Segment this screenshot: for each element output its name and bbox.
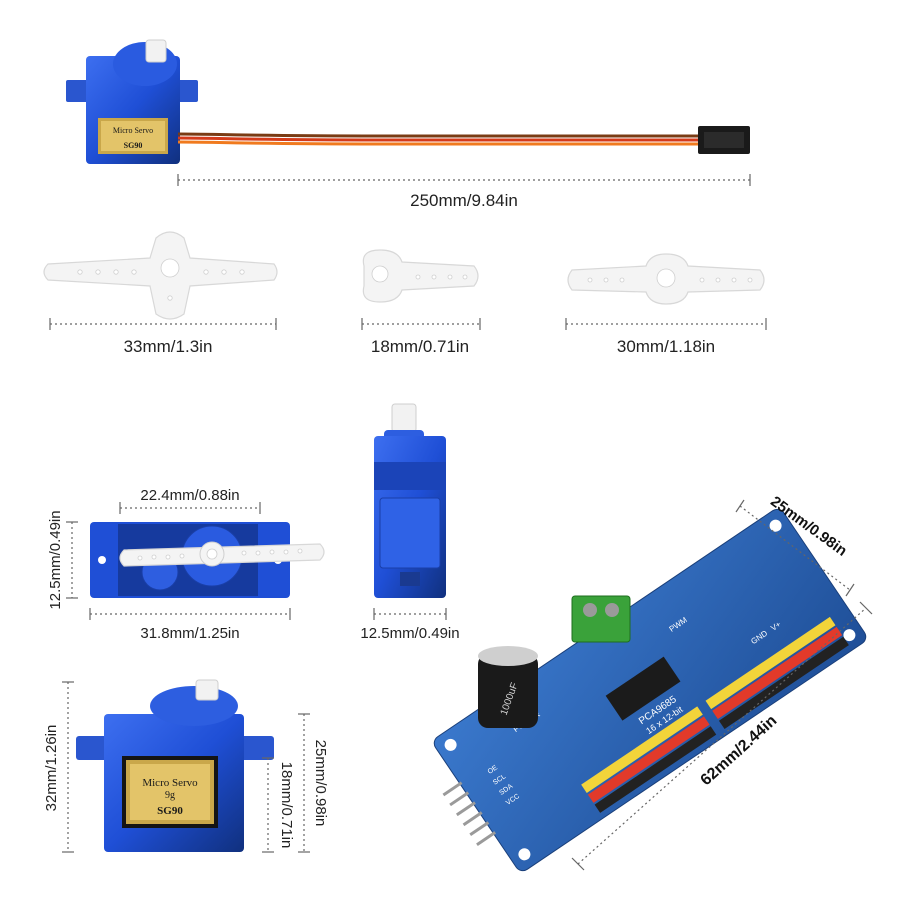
front-label-line2: 9g (165, 790, 175, 801)
servo-front-view: Micro Servo 9g SG90 (76, 679, 274, 852)
top-inner-width-label: 22.4mm/0.88in (140, 487, 239, 504)
front-inner-height-label: 18mm/0.71in (278, 762, 295, 849)
front-body-height-label: 25mm/0.98in (312, 740, 329, 827)
top-height-label: 12.5mm/0.49in (47, 510, 64, 609)
cable-length-label: 250mm/9.84in (410, 191, 518, 210)
servo-horn-long (567, 253, 765, 305)
servo-label-model: SG90 (124, 141, 143, 150)
front-label-model: SG90 (157, 805, 183, 817)
servo-horn-double (43, 231, 278, 320)
servo-with-cable: Micro Servo SG90 (66, 39, 750, 164)
control-header-pins (442, 781, 497, 846)
pwm-header-pins (581, 616, 849, 813)
pwm-driver-board: PCA9685 16 x 12-bit POWER PWM GND V+ OE … (433, 508, 867, 872)
side-width-label: 12.5mm/0.49in (360, 625, 459, 642)
horn-double-label: 33mm/1.3in (124, 337, 213, 356)
board-oe-label: OE (487, 764, 500, 776)
servo-top-view (90, 522, 325, 598)
top-total-width-label: 31.8mm/1.25in (140, 625, 239, 642)
servo-horn-single (362, 249, 479, 303)
servo-side-view (374, 403, 446, 598)
front-label-line1: Micro Servo (142, 777, 198, 789)
front-total-height-label: 32mm/1.26in (43, 725, 60, 812)
horn-long-label: 30mm/1.18in (617, 337, 715, 356)
horn-single-label: 18mm/0.71in (371, 337, 469, 356)
servo-label-line1: Micro Servo (113, 126, 153, 135)
